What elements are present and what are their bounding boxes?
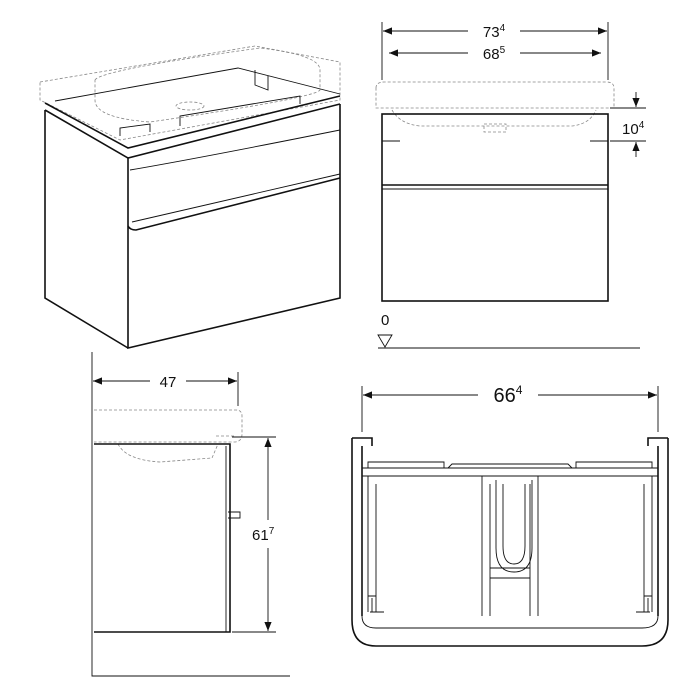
dimension-body-height: 617 (232, 436, 276, 633)
svg-text:617: 617 (252, 526, 275, 544)
svg-text:685: 685 (483, 45, 506, 63)
body-height-value: 61 (252, 527, 269, 544)
depth-value: 47 (160, 374, 177, 391)
top-height-value: 10 (622, 121, 639, 138)
svg-text:47: 47 (160, 374, 177, 391)
dimension-top-height: 104 (610, 92, 646, 157)
svg-text:104: 104 (622, 120, 645, 138)
inner-width-value: 66 (494, 385, 516, 407)
interior-view (351, 437, 669, 647)
dimension-depth: 47 (93, 372, 239, 406)
dimension-width-outer: 734 (381, 22, 609, 80)
svg-text:664: 664 (494, 383, 523, 407)
body-height-decimal: 7 (269, 526, 275, 537)
svg-text:734: 734 (483, 23, 506, 41)
inner-width-decimal: 4 (516, 383, 523, 397)
dimension-inner-width: 664 (361, 383, 659, 432)
side-view (91, 352, 290, 677)
width-outer-decimal: 4 (500, 23, 506, 34)
front-view (375, 81, 640, 349)
perspective-view (39, 45, 341, 350)
width-inner-decimal: 5 (500, 45, 506, 56)
top-height-decimal: 4 (639, 120, 645, 131)
width-outer-value: 73 (483, 24, 500, 41)
floor-mark-label: 0 (381, 312, 389, 329)
dimension-width-inner: 685 (389, 45, 601, 63)
width-inner-value: 68 (483, 46, 500, 63)
